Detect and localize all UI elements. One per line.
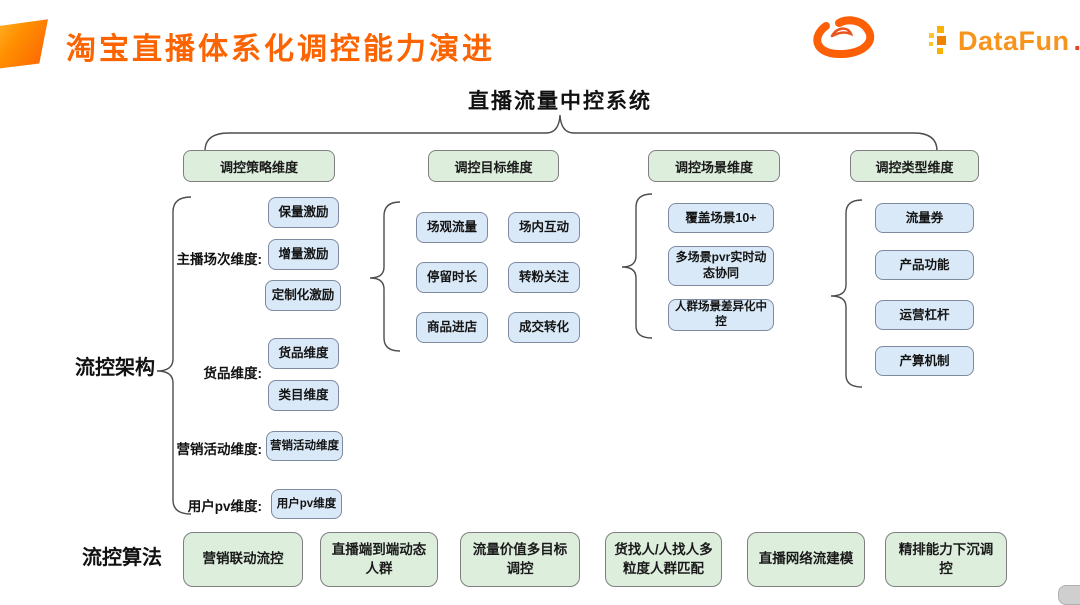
group-label-user-pv: 用户pv维度: <box>148 495 262 515</box>
algorithm-box: 货找人/人找人多粒度人群匹配 <box>605 532 722 587</box>
item-box: 产算机制 <box>875 346 974 376</box>
item-box: 用户pv维度 <box>271 489 342 519</box>
item-box: 人群场景差异化中控 <box>668 299 774 331</box>
column2-brace <box>370 202 400 351</box>
group-label-anchor-session: 主播场次维度: <box>148 248 262 268</box>
column-header-strategy: 调控策略维度 <box>183 150 335 182</box>
datafun-wordmark: DataFun <box>958 26 1070 57</box>
item-box: 成交转化 <box>508 312 580 343</box>
item-box: 多场景pvr实时动态协同 <box>668 246 774 286</box>
algorithm-box: 直播端到端动态人群 <box>320 532 438 587</box>
item-box: 场观流量 <box>416 212 488 243</box>
algorithm-box: 流量价值多目标调控 <box>460 532 580 587</box>
column3-brace <box>622 194 652 338</box>
item-box: 保量激励 <box>268 197 339 228</box>
section-label-architecture: 流控架构 <box>75 351 155 380</box>
item-box: 货品维度 <box>268 338 339 369</box>
column-header-type: 调控类型维度 <box>850 150 979 182</box>
group-label-goods: 货品维度: <box>148 362 262 382</box>
item-box: 场内互动 <box>508 212 580 243</box>
item-box: 停留时长 <box>416 262 488 293</box>
item-box: 定制化激励 <box>265 280 341 311</box>
algorithm-box: 直播网络流建模 <box>747 532 865 587</box>
datafun-wordmark-dot: . <box>1074 26 1080 57</box>
item-box: 运营杠杆 <box>875 300 974 330</box>
alibaba-logo-icon <box>810 6 878 68</box>
item-box: 类目维度 <box>268 380 339 411</box>
datafun-dots-icon <box>928 24 954 59</box>
item-box: 产品功能 <box>875 250 974 280</box>
title-accent-shape <box>0 16 48 70</box>
column-header-target: 调控目标维度 <box>428 150 559 182</box>
item-box: 覆盖场景10+ <box>668 203 774 233</box>
item-box: 营销活动维度 <box>266 431 343 461</box>
top-brace <box>205 115 937 151</box>
column-header-scene: 调控场景维度 <box>648 150 780 182</box>
algorithm-box: 营销联动流控 <box>183 532 303 587</box>
datafun-logo: DataFun. <box>928 24 1080 59</box>
item-box: 商品进店 <box>416 312 488 343</box>
corner-shape <box>1058 585 1080 605</box>
group-label-marketing: 营销活动维度: <box>148 438 262 458</box>
section-label-algorithms: 流控算法 <box>82 541 162 570</box>
column1-brace <box>157 197 191 514</box>
diagram-root-title: 直播流量中控系统 <box>400 85 720 115</box>
column4-brace <box>831 200 862 387</box>
item-box: 流量券 <box>875 203 974 233</box>
slide-title: 淘宝直播体系化调控能力演进 <box>66 24 495 68</box>
item-box: 转粉关注 <box>508 262 580 293</box>
algorithm-box: 精排能力下沉调控 <box>885 532 1007 587</box>
item-box: 增量激励 <box>268 239 339 270</box>
